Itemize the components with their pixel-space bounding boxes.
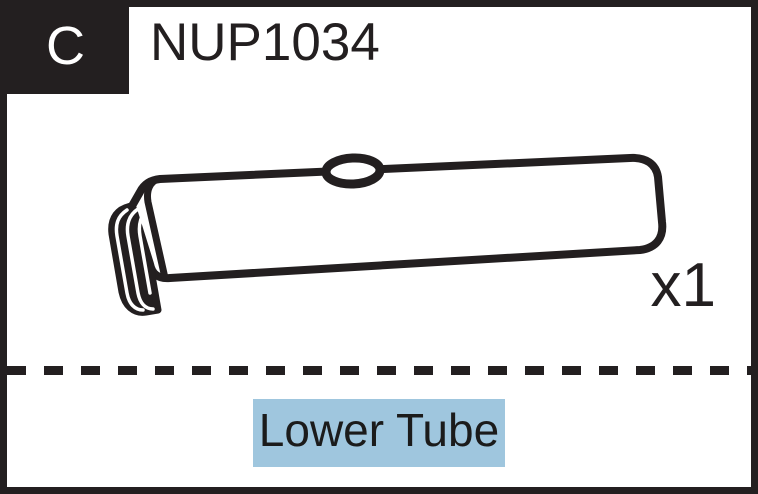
- part-letter-chip-label: C: [46, 16, 85, 76]
- lower-tube-illustration: [70, 130, 690, 320]
- lower-tube-line-art-icon: [108, 153, 667, 316]
- part-number-label: NUP1034: [150, 13, 380, 72]
- section-divider: [7, 366, 751, 375]
- part-letter-chip: C: [2, 2, 129, 94]
- part-name-caption: Lower Tube: [252, 399, 506, 467]
- quantity-label: x1: [650, 251, 716, 320]
- caption-row: Lower Tube: [7, 380, 751, 486]
